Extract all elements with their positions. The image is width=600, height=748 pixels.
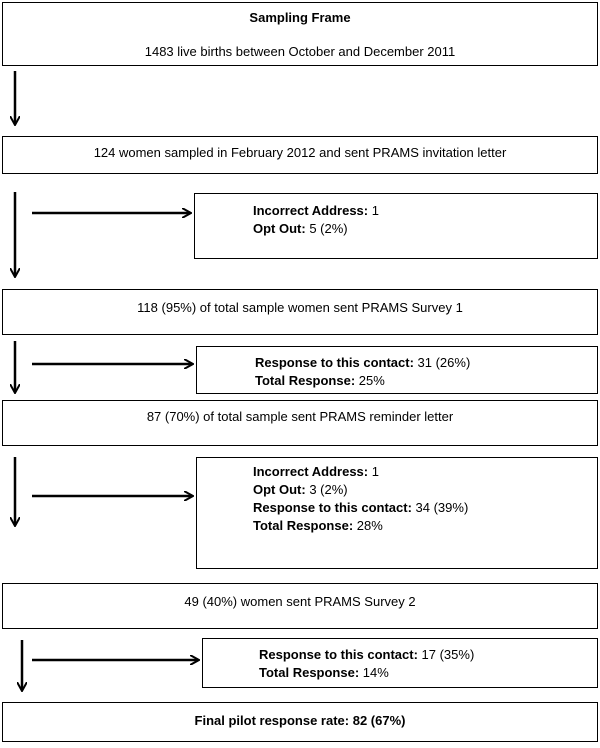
total-response-line-2: Total Response: 28% — [253, 517, 597, 535]
exclusions-response-box: Incorrect Address: 1 Opt Out: 3 (2%) Res… — [196, 457, 598, 569]
incorrect-address-value-2: 1 — [368, 464, 379, 479]
response-contact-value-3: 17 (35%) — [417, 647, 475, 662]
response-contact-label-2: Response to this contact: — [253, 500, 412, 515]
opt-out-line: Opt Out: 5 (2%) — [253, 220, 597, 238]
total-response-value-3: 14% — [359, 665, 389, 680]
sampling-frame-text: 1483 live births between October and Dec… — [144, 44, 456, 59]
response-box-2: Response to this contact: 17 (35%) Total… — [202, 638, 598, 688]
survey1-text: 118 (95%) of total sample women sent PRA… — [137, 300, 463, 315]
response-contact-label-3: Response to this contact: — [259, 647, 418, 662]
total-response-line-3: Total Response: 14% — [259, 664, 597, 682]
incorrect-address-value: 1 — [368, 203, 379, 218]
final-rate-box: Final pilot response rate: 82 (67%) — [2, 702, 598, 742]
survey1-box: 118 (95%) of total sample women sent PRA… — [2, 289, 598, 335]
opt-out-value-2: 3 (2%) — [305, 482, 348, 497]
total-response-line: Total Response: 25% — [255, 372, 597, 390]
response-contact-value: 31 (26%) — [413, 355, 471, 370]
incorrect-address-label: Incorrect Address: — [253, 203, 369, 218]
incorrect-address-line-2: Incorrect Address: 1 — [253, 463, 597, 481]
sampled-women-text: 124 women sampled in February 2012 and s… — [93, 145, 507, 160]
opt-out-label-2: Opt Out: — [253, 482, 306, 497]
final-rate-text: Final pilot response rate: 82 (67%) — [194, 713, 406, 728]
total-response-value: 25% — [355, 373, 385, 388]
incorrect-address-line: Incorrect Address: 1 — [253, 202, 597, 220]
opt-out-line-2: Opt Out: 3 (2%) — [253, 481, 597, 499]
response-contact-value-2: 34 (39%) — [411, 500, 469, 515]
opt-out-value: 5 (2%) — [305, 221, 348, 236]
response-contact-line: Response to this contact: 31 (26%) — [255, 354, 597, 372]
sampled-women-box: 124 women sampled in February 2012 and s… — [2, 136, 598, 174]
response-box-1: Response to this contact: 31 (26%) Total… — [196, 346, 598, 394]
reminder-box: 87 (70%) of total sample sent PRAMS remi… — [2, 400, 598, 446]
incorrect-address-label-2: Incorrect Address: — [253, 464, 369, 479]
response-contact-line-3: Response to this contact: 17 (35%) — [259, 646, 597, 664]
total-response-value-2: 28% — [353, 518, 383, 533]
reminder-text: 87 (70%) of total sample sent PRAMS remi… — [146, 409, 454, 424]
opt-out-label: Opt Out: — [253, 221, 306, 236]
total-response-label-2: Total Response: — [253, 518, 354, 533]
total-response-label-3: Total Response: — [259, 665, 360, 680]
sampling-frame-title: Sampling Frame — [249, 10, 351, 25]
response-contact-line-2: Response to this contact: 34 (39%) — [253, 499, 597, 517]
sampling-frame-box: Sampling Frame 1483 live births between … — [2, 2, 598, 66]
response-contact-label: Response to this contact: — [255, 355, 414, 370]
survey2-text: 49 (40%) women sent PRAMS Survey 2 — [184, 594, 416, 609]
survey2-box: 49 (40%) women sent PRAMS Survey 2 — [2, 583, 598, 629]
total-response-label: Total Response: — [255, 373, 356, 388]
exclusions-box-1: Incorrect Address: 1 Opt Out: 5 (2%) — [194, 193, 598, 259]
